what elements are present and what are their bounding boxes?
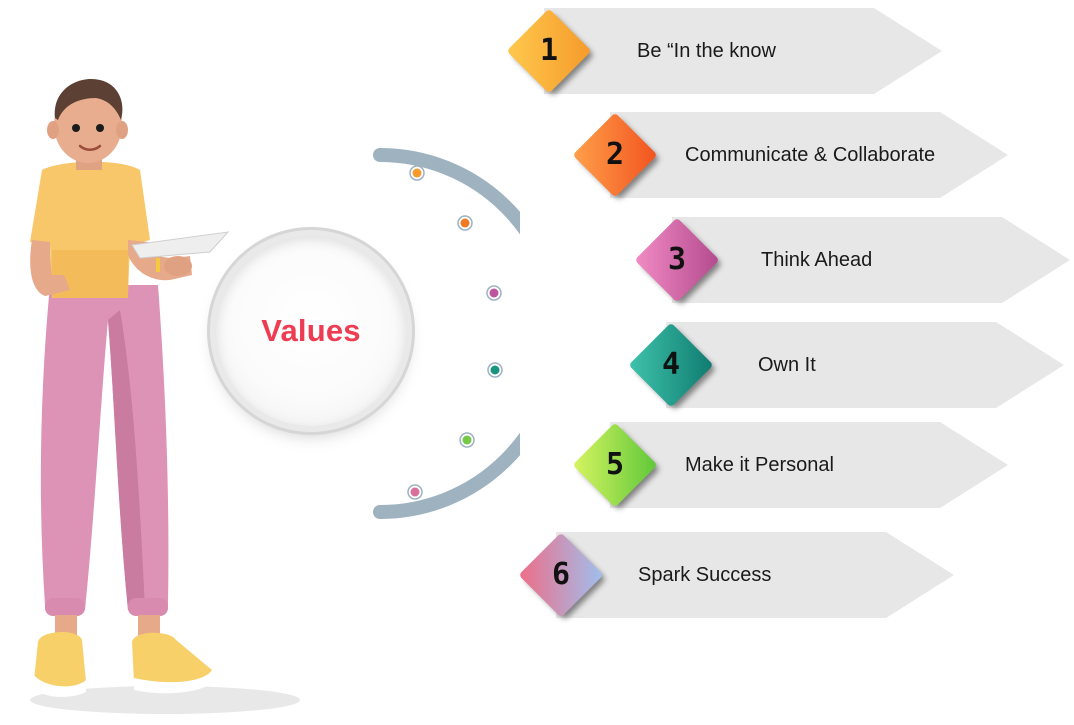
value-label: Be “In the know [637,40,776,62]
value-banner [610,422,1008,508]
arc-dot-1 [412,168,422,178]
values-center-circle: Values [216,236,406,426]
arc-dot-5 [462,435,472,445]
number-badge: 3 [634,217,723,306]
value-number: 2 [605,137,625,172]
value-number: 1 [539,33,559,68]
value-item-1: Be “In the know 1 [506,8,942,97]
value-banner [556,532,954,618]
value-label: Spark Success [638,564,772,586]
value-item-5: Make it Personal 5 [572,422,1008,511]
value-number: 3 [667,242,687,277]
arc-dot-6 [410,487,420,497]
values-title: Values [261,313,361,348]
arc-dot-4 [490,365,500,375]
number-badge: 5 [572,422,661,511]
connector-arc [373,148,520,519]
arc-dot-3 [489,288,499,298]
arc-dot-2 [460,218,470,228]
arc-track [373,148,520,519]
number-badge: 2 [572,112,661,201]
value-number: 5 [605,447,625,482]
value-banner [672,217,1070,303]
value-banner [610,112,1008,198]
number-badge: 4 [628,322,717,411]
number-badge: 6 [518,532,607,621]
value-banner [544,8,942,94]
person-holding-paper-illustration [30,78,300,714]
value-label: Communicate & Collaborate [685,144,936,166]
number-badge: 1 [506,8,595,97]
value-item-6: Spark Success 6 [518,532,954,621]
value-item-4: Own It 4 [628,322,1064,411]
value-label: Make it Personal [685,454,834,476]
value-number: 6 [551,557,571,592]
value-banner [666,322,1064,408]
value-number: 4 [661,347,681,382]
value-label: Own It [758,354,816,376]
value-item-3: Think Ahead 3 [634,217,1070,306]
value-label: Think Ahead [761,249,873,271]
value-item-2: Communicate & Collaborate 2 [572,112,1008,201]
